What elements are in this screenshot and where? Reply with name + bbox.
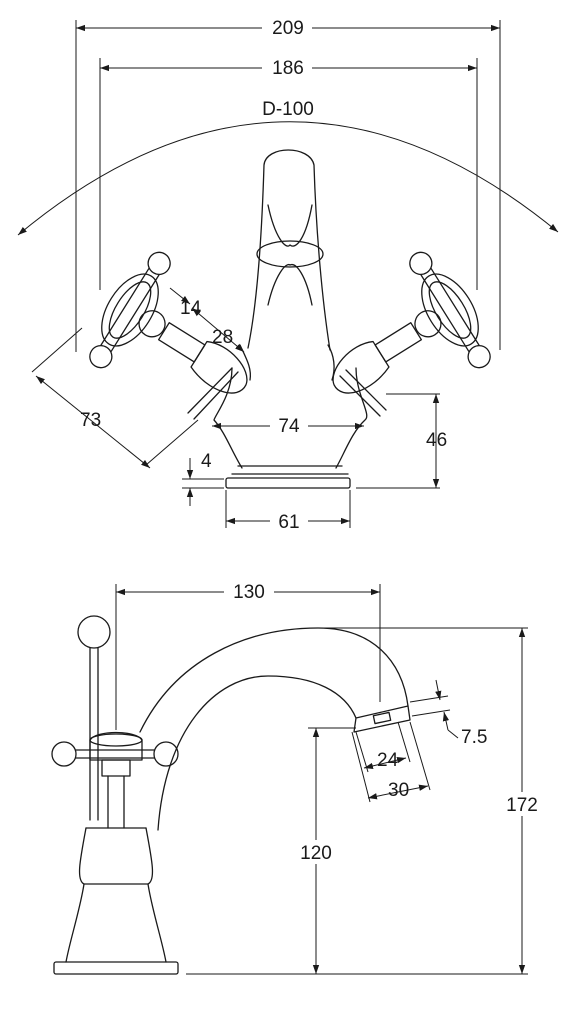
label-handle-collar: 28 [212, 327, 233, 348]
dimension-handle-span: 186 [99, 56, 478, 290]
handle-side [51, 731, 179, 829]
dimension-overall-height: 172 [318, 627, 544, 975]
dimension-aerator-inner: 24 [355, 721, 411, 773]
handle-left-front [89, 251, 248, 420]
dimension-overall-width: 209 [75, 16, 501, 352]
dimension-spout-outlet-height: 120 [186, 727, 356, 975]
dimension-arc-diameter: D-100 [17, 96, 559, 236]
label-spout-reach: 130 [233, 582, 265, 603]
body-front [213, 367, 368, 489]
dimension-handle-length: 73 [31, 327, 199, 469]
lift-rod [77, 615, 111, 821]
side-view: 130 [51, 580, 544, 975]
label-aerator-inner: 24 [377, 750, 399, 771]
handle-right-front [332, 251, 491, 417]
label-body-width: 74 [278, 416, 300, 437]
body-side [53, 827, 179, 975]
dimension-aerator-outer: 30 [351, 721, 431, 803]
label-spout-outlet-height: 120 [300, 843, 332, 864]
dimension-aerator-height: 7.5 [409, 679, 487, 748]
dimension-body-width: 74 [212, 414, 364, 437]
label-handle-depth: 14 [180, 298, 202, 319]
dimension-handle-collar: 28 [191, 307, 245, 353]
label-handle-span: 186 [272, 58, 304, 79]
label-aerator-height: 7.5 [461, 727, 487, 748]
dimension-base-width: 61 [225, 490, 351, 533]
label-base-width: 61 [278, 512, 299, 533]
label-overall-height: 172 [506, 795, 538, 816]
label-arc-diameter: D-100 [262, 99, 314, 120]
label-aerator-outer: 30 [388, 780, 409, 801]
dimension-handle-depth: 14 [169, 287, 202, 319]
label-handle-length: 73 [80, 410, 101, 431]
label-base-thickness: 4 [201, 451, 212, 472]
label-body-height: 46 [426, 430, 447, 451]
dimension-base-thickness: 4 [182, 451, 224, 506]
dimension-spout-reach: 130 [115, 580, 381, 730]
front-view: 209 186 D-100 [17, 16, 559, 533]
label-overall-width: 209 [272, 18, 304, 39]
dimension-body-height: 46 [356, 393, 447, 489]
spout-front [239, 149, 335, 381]
spout-side [139, 627, 411, 831]
